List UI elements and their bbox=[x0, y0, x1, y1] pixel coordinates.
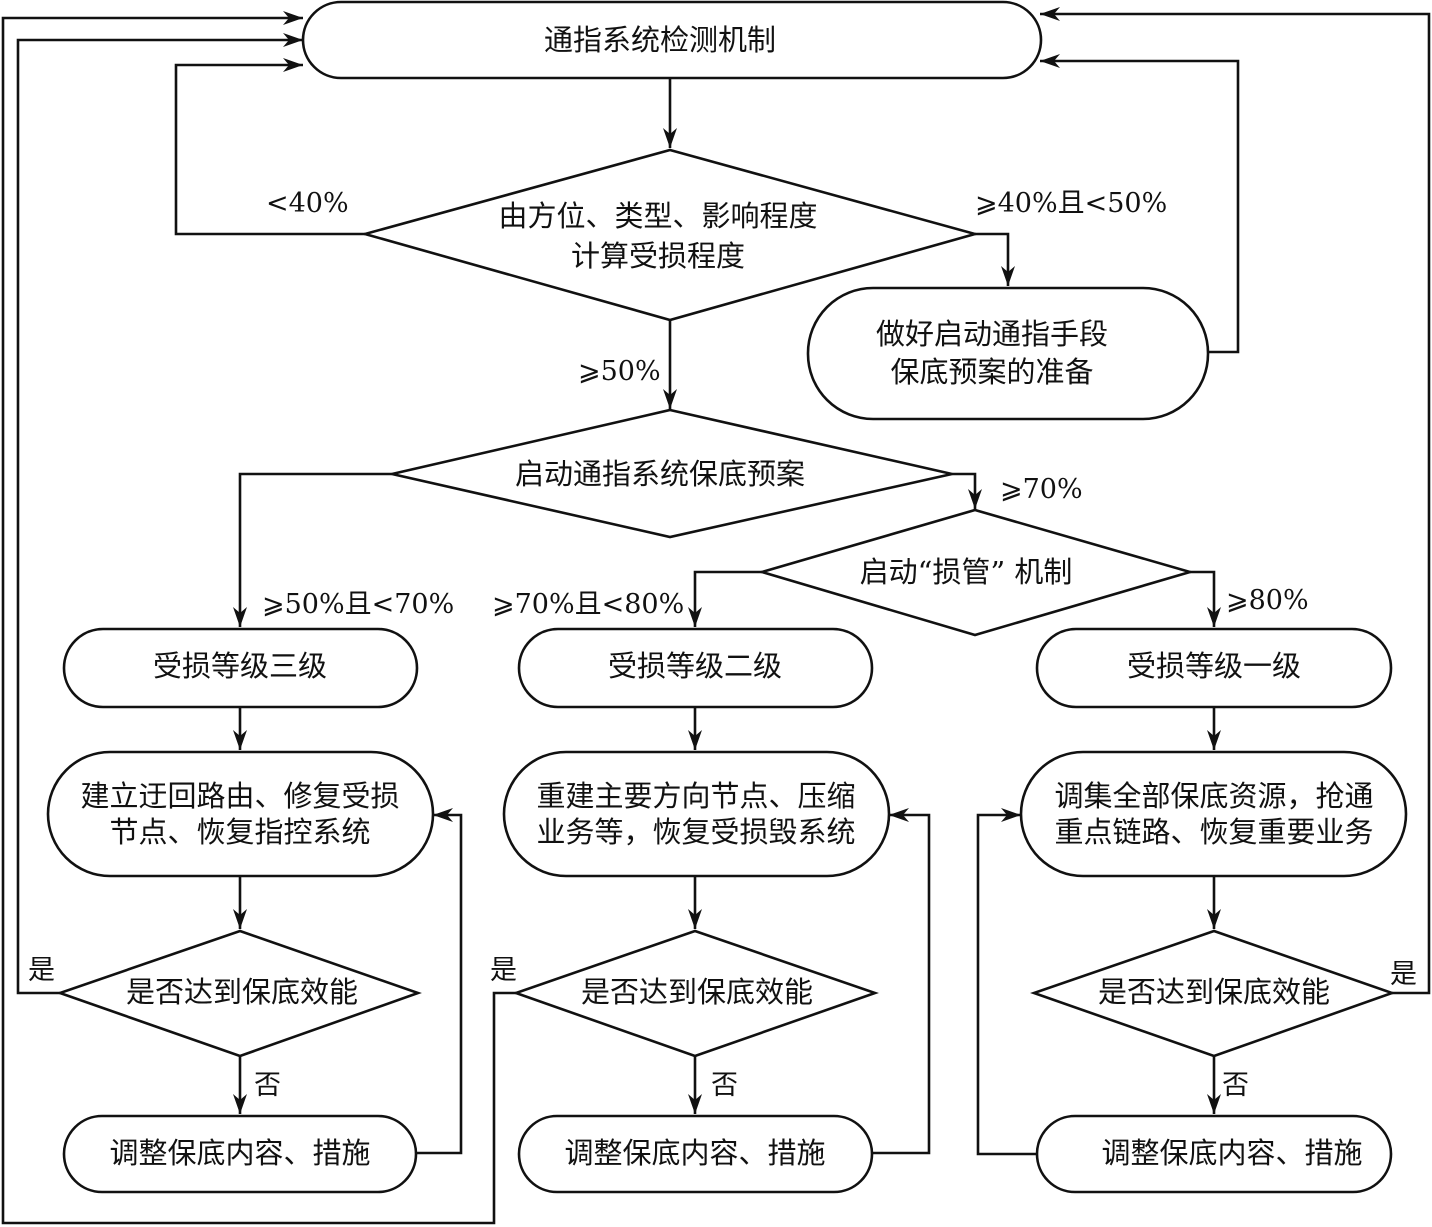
node-check1: 是否达到保底效能 bbox=[1030, 929, 1396, 1058]
node-adjust3: 调整保底内容、措施 bbox=[62, 1114, 418, 1194]
node-action3-text-1: 建立迂回路由、修复受损 bbox=[80, 779, 399, 813]
label-no1: 否 bbox=[1222, 1070, 1249, 1101]
label-yes1: 是 bbox=[1390, 959, 1417, 990]
node-action3-text-2: 节点、恢复指控系统 bbox=[109, 815, 370, 849]
node-level1: 受损等级一级 bbox=[1035, 627, 1393, 709]
node-start-plan-text: 启动通指系统保底预案 bbox=[515, 457, 805, 491]
node-action2: 重建主要方向节点、压缩 业务等，恢复受损毁系统 bbox=[502, 750, 891, 878]
edge-check2-yes-loop bbox=[1, 11, 516, 1225]
label-ge40-lt50: ⩾40%且<50% bbox=[975, 188, 1167, 219]
node-start-plan: 启动通指系统保底预案 bbox=[391, 408, 953, 539]
label-ge70-lt80: ⩾70%且<80% bbox=[492, 589, 684, 620]
edge-labels: <40% ⩾40%且<50% ⩾50% ⩾70% ⩾50%且<70% ⩾70%且… bbox=[28, 188, 1417, 1101]
edge-calc-to-prepare bbox=[975, 232, 1015, 286]
node-action2-text-2: 业务等，恢复受损毁系统 bbox=[536, 815, 855, 849]
edge-check3-yes-loop bbox=[16, 33, 303, 995]
node-action1-text-1: 调集全部保底资源，抢通 bbox=[1054, 779, 1373, 813]
node-prepare-text-2: 保底预案的准备 bbox=[890, 355, 1093, 389]
node-action1: 调集全部保底资源，抢通 重点链路、恢复重要业务 bbox=[1019, 750, 1408, 878]
node-level3-text: 受损等级三级 bbox=[153, 649, 327, 683]
node-prepare-text-1: 做好启动通指手段 bbox=[876, 317, 1108, 351]
edge-prepare-loop bbox=[1040, 54, 1240, 354]
node-level2-text: 受损等级二级 bbox=[608, 649, 782, 683]
node-damage-ctrl-text: 启动“损管” 机制 bbox=[860, 555, 1073, 589]
label-yes3: 是 bbox=[28, 955, 55, 986]
node-check3-text: 是否达到保底效能 bbox=[126, 975, 358, 1009]
edge-check1-yes-loop bbox=[1040, 6, 1431, 995]
node-check3: 是否达到保底效能 bbox=[56, 929, 422, 1058]
node-action3: 建立迂回路由、修复受损 节点、恢复指控系统 bbox=[46, 750, 435, 878]
node-adjust1: 调整保底内容、措施 bbox=[1035, 1114, 1393, 1194]
label-ge50-lt70: ⩾50%且<70% bbox=[262, 589, 454, 620]
label-ge50: ⩾50% bbox=[578, 356, 661, 387]
node-action2-text-1: 重建主要方向节点、压缩 bbox=[536, 779, 855, 813]
node-prepare: 做好启动通指手段 保底预案的准备 bbox=[806, 286, 1210, 421]
node-adjust2-text: 调整保底内容、措施 bbox=[564, 1136, 825, 1170]
label-no3: 否 bbox=[254, 1070, 281, 1101]
label-no2: 否 bbox=[711, 1070, 738, 1101]
node-adjust3-text: 调整保底内容、措施 bbox=[109, 1136, 370, 1170]
edge-damagectrl-to-level2 bbox=[688, 570, 762, 627]
node-adjust1-text: 调整保底内容、措施 bbox=[1101, 1136, 1362, 1170]
label-lt40: <40% bbox=[266, 188, 349, 219]
edge-adjust2-to-action2 bbox=[872, 808, 931, 1155]
edge-startplan-to-damagectrl bbox=[952, 472, 982, 509]
node-monitor-text: 通指系统检测机制 bbox=[544, 23, 776, 57]
edge-adjust1-to-action1 bbox=[976, 808, 1037, 1156]
node-check2: 是否达到保底效能 bbox=[512, 929, 879, 1058]
node-calc-text-2: 计算受损程度 bbox=[571, 239, 745, 273]
node-check2-text: 是否达到保底效能 bbox=[581, 975, 813, 1009]
node-damage-ctrl: 启动“损管” 机制 bbox=[757, 508, 1195, 637]
node-calc-text-1: 由方位、类型、影响程度 bbox=[498, 199, 817, 233]
edge-calc-lt40-loop bbox=[174, 58, 365, 236]
edge-damagectrl-to-level1 bbox=[1190, 570, 1221, 627]
node-check1-text: 是否达到保底效能 bbox=[1098, 975, 1330, 1009]
node-level1-text: 受损等级一级 bbox=[1127, 649, 1301, 683]
label-ge80: ⩾80% bbox=[1226, 585, 1309, 616]
node-calc: 由方位、类型、影响程度 计算受损程度 bbox=[360, 148, 980, 322]
node-adjust2: 调整保底内容、措施 bbox=[517, 1114, 874, 1194]
edge-startplan-to-level3 bbox=[233, 472, 392, 627]
edge-adjust3-to-action3 bbox=[416, 808, 463, 1155]
node-action1-text-2: 重点链路、恢复重要业务 bbox=[1054, 815, 1373, 849]
edges bbox=[1, 6, 1431, 1225]
node-level2: 受损等级二级 bbox=[517, 627, 874, 709]
label-yes2: 是 bbox=[490, 955, 517, 986]
node-monitor: 通指系统检测机制 bbox=[301, 0, 1043, 80]
node-level3: 受损等级三级 bbox=[62, 627, 419, 709]
label-ge70: ⩾70% bbox=[1000, 474, 1083, 505]
